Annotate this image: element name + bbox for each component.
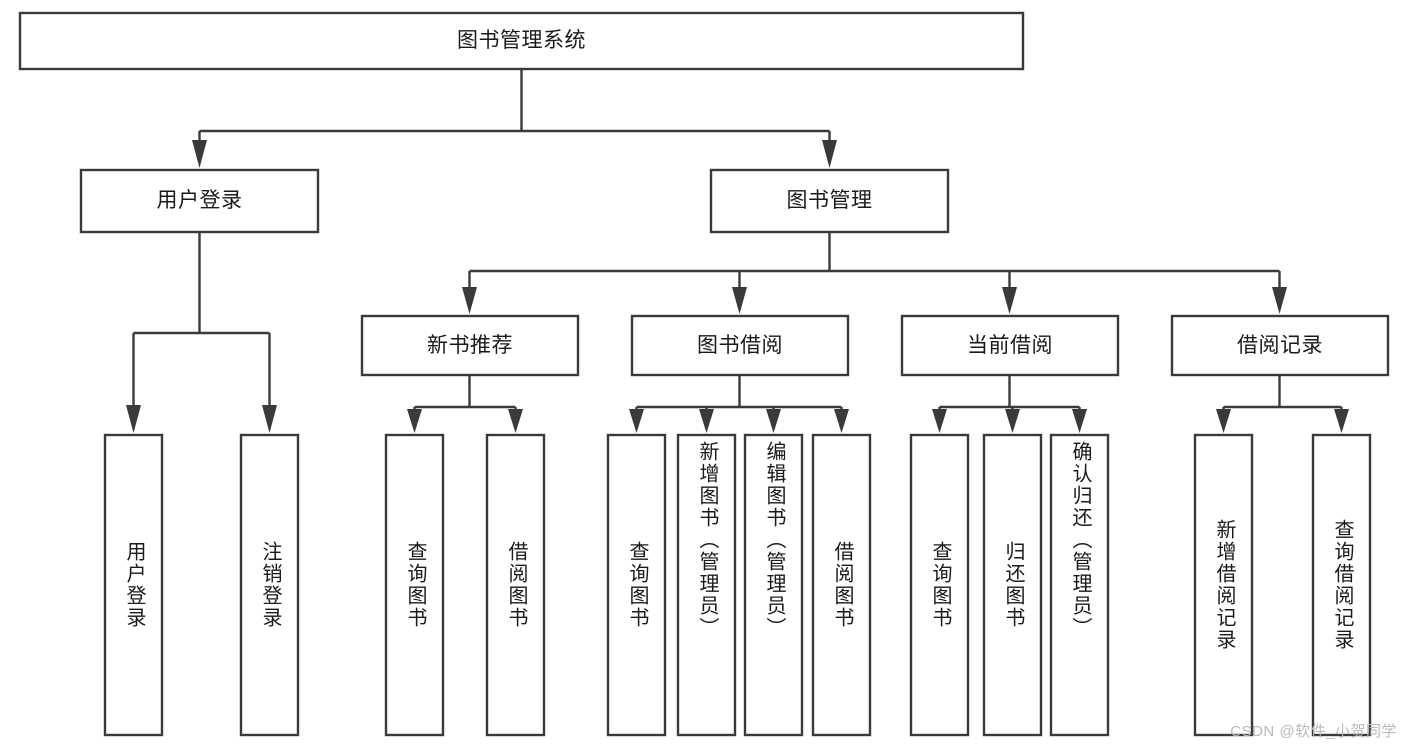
arrow-head-leaf-query-book-1 <box>407 409 422 433</box>
arrow-head-user-login <box>192 140 207 168</box>
node-box-leaf-query-book-3[interactable] <box>909 433 970 737</box>
node-box-new-book-recommend[interactable] <box>360 314 580 377</box>
arrow-head-leaf-query-book-2 <box>629 409 644 433</box>
arrow-head-new-book-recommend <box>462 287 477 314</box>
node-box-book-manage[interactable] <box>709 168 950 234</box>
node-box-leaf-borrow-book-1[interactable] <box>485 433 546 737</box>
arrow-head-current-borrow <box>1002 287 1017 314</box>
edge-group-book-manage <box>462 232 1287 314</box>
arrow-head-book-manage <box>822 140 837 168</box>
node-box-leaf-query-record[interactable] <box>1311 433 1372 737</box>
arrow-head-leaf-borrow-book-1 <box>508 409 523 433</box>
arrow-head-leaf-confirm-return <box>1072 409 1087 433</box>
arrow-head-leaf-return-book <box>1005 409 1020 433</box>
arrow-head-leaf-add-record <box>1216 409 1231 433</box>
arrow-head-leaf-edit-book <box>766 409 781 433</box>
edge-group-book-borrow <box>629 375 849 433</box>
node-box-leaf-add-record[interactable] <box>1193 433 1254 737</box>
edge-group-new-book-recommend <box>407 375 523 433</box>
edge-group-current-borrow <box>932 375 1087 433</box>
node-box-root[interactable] <box>18 11 1025 71</box>
arrow-head-book-borrow <box>732 287 747 314</box>
node-box-leaf-edit-book[interactable] <box>743 433 804 737</box>
arrow-head-leaf-logout <box>262 405 277 433</box>
arrow-head-leaf-query-record <box>1334 409 1349 433</box>
arrow-head-leaf-borrow-book-2 <box>834 409 849 433</box>
node-box-user-login[interactable] <box>79 168 320 234</box>
node-box-leaf-confirm-return[interactable] <box>1049 433 1110 737</box>
node-box-leaf-query-book-2[interactable] <box>606 433 667 737</box>
arrow-head-borrow-record <box>1272 287 1287 314</box>
node-box-leaf-query-book-1[interactable] <box>384 433 445 737</box>
edge-group-root <box>192 69 837 168</box>
watermark-text: CSDN @软件_小贺同学 <box>1230 723 1397 740</box>
node-box-leaf-borrow-book-2[interactable] <box>811 433 872 737</box>
node-box-leaf-add-book[interactable] <box>676 433 737 737</box>
arrow-head-leaf-query-book-3 <box>932 409 947 433</box>
node-box-current-borrow[interactable] <box>900 314 1120 377</box>
node-box-leaf-return-book[interactable] <box>982 433 1043 737</box>
node-box-borrow-record[interactable] <box>1170 314 1390 377</box>
edge-group-user-login <box>126 232 277 433</box>
arrow-head-leaf-user-login <box>126 405 141 433</box>
arrow-head-leaf-add-book <box>699 409 714 433</box>
node-box-leaf-logout[interactable] <box>239 433 300 737</box>
node-box-leaf-user-login[interactable] <box>103 433 164 737</box>
node-box-book-borrow[interactable] <box>630 314 850 377</box>
edge-group-borrow-record <box>1216 375 1349 433</box>
